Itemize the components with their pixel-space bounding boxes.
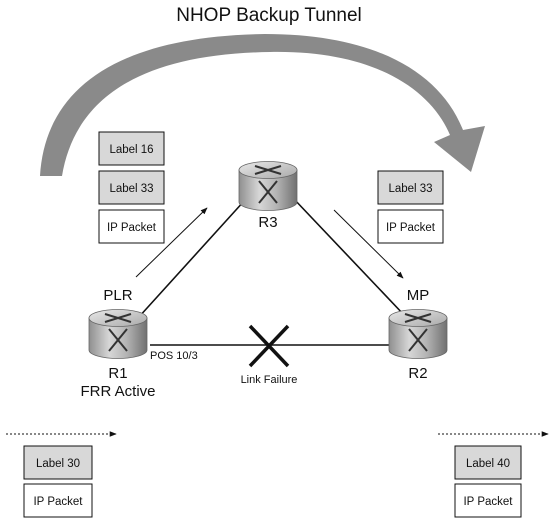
packet-stack-egress: Label 40 IP Packet (454, 445, 522, 518)
packet-box-label (377, 170, 444, 205)
router-status-r1: FRR Active (80, 383, 155, 400)
packet-stack-tunnel: Label 16 Label 33 IP Packet (98, 131, 165, 244)
packet-box-text: Label 16 (109, 144, 153, 156)
link-r3-r2 (292, 197, 406, 317)
packet-box-text: Label 33 (109, 183, 153, 195)
router-role-r1: PLR (103, 287, 132, 304)
packet-stack-after-pop: Label 33 IP Packet (377, 170, 444, 244)
router-icon-r2[interactable] (388, 309, 448, 359)
backup-tunnel-arrow (40, 34, 485, 176)
forward-arrow-to-r3 (135, 207, 208, 278)
router-name-r1: R1 (108, 365, 127, 382)
packet-box-payload (23, 483, 93, 518)
link-r1-r3 (137, 199, 246, 319)
packet-box-label (98, 131, 165, 166)
packet-box-label (23, 445, 93, 480)
interface-label: POS 10/3 (150, 350, 198, 362)
packet-box-label (98, 170, 165, 205)
packet-box-payload (98, 209, 165, 244)
packet-box-text: IP Packet (33, 496, 83, 508)
packet-box-text: Label 30 (36, 458, 80, 470)
packet-box-text: Label 33 (388, 183, 432, 195)
router-icon-r1[interactable] (88, 309, 148, 359)
router-icon-r3[interactable] (238, 161, 298, 211)
packet-stack-ingress: Label 30 IP Packet (23, 445, 93, 518)
router-role-r2: MP (407, 287, 430, 304)
diagram-title: NHOP Backup Tunnel (176, 5, 362, 26)
packet-box-text: Label 40 (466, 458, 510, 470)
router-name-r3: R3 (258, 214, 277, 231)
packet-box-text: IP Packet (107, 222, 157, 234)
link-failure-icon (248, 324, 290, 368)
packet-box-payload (377, 209, 444, 244)
packet-box-text: IP Packet (386, 222, 436, 234)
packet-box-label (454, 445, 522, 480)
link-failure-label: Link Failure (241, 374, 298, 386)
forward-arrow-to-r2 (333, 209, 404, 279)
packet-box-text: IP Packet (463, 496, 513, 508)
router-name-r2: R2 (408, 365, 427, 382)
packet-box-payload (454, 483, 522, 518)
